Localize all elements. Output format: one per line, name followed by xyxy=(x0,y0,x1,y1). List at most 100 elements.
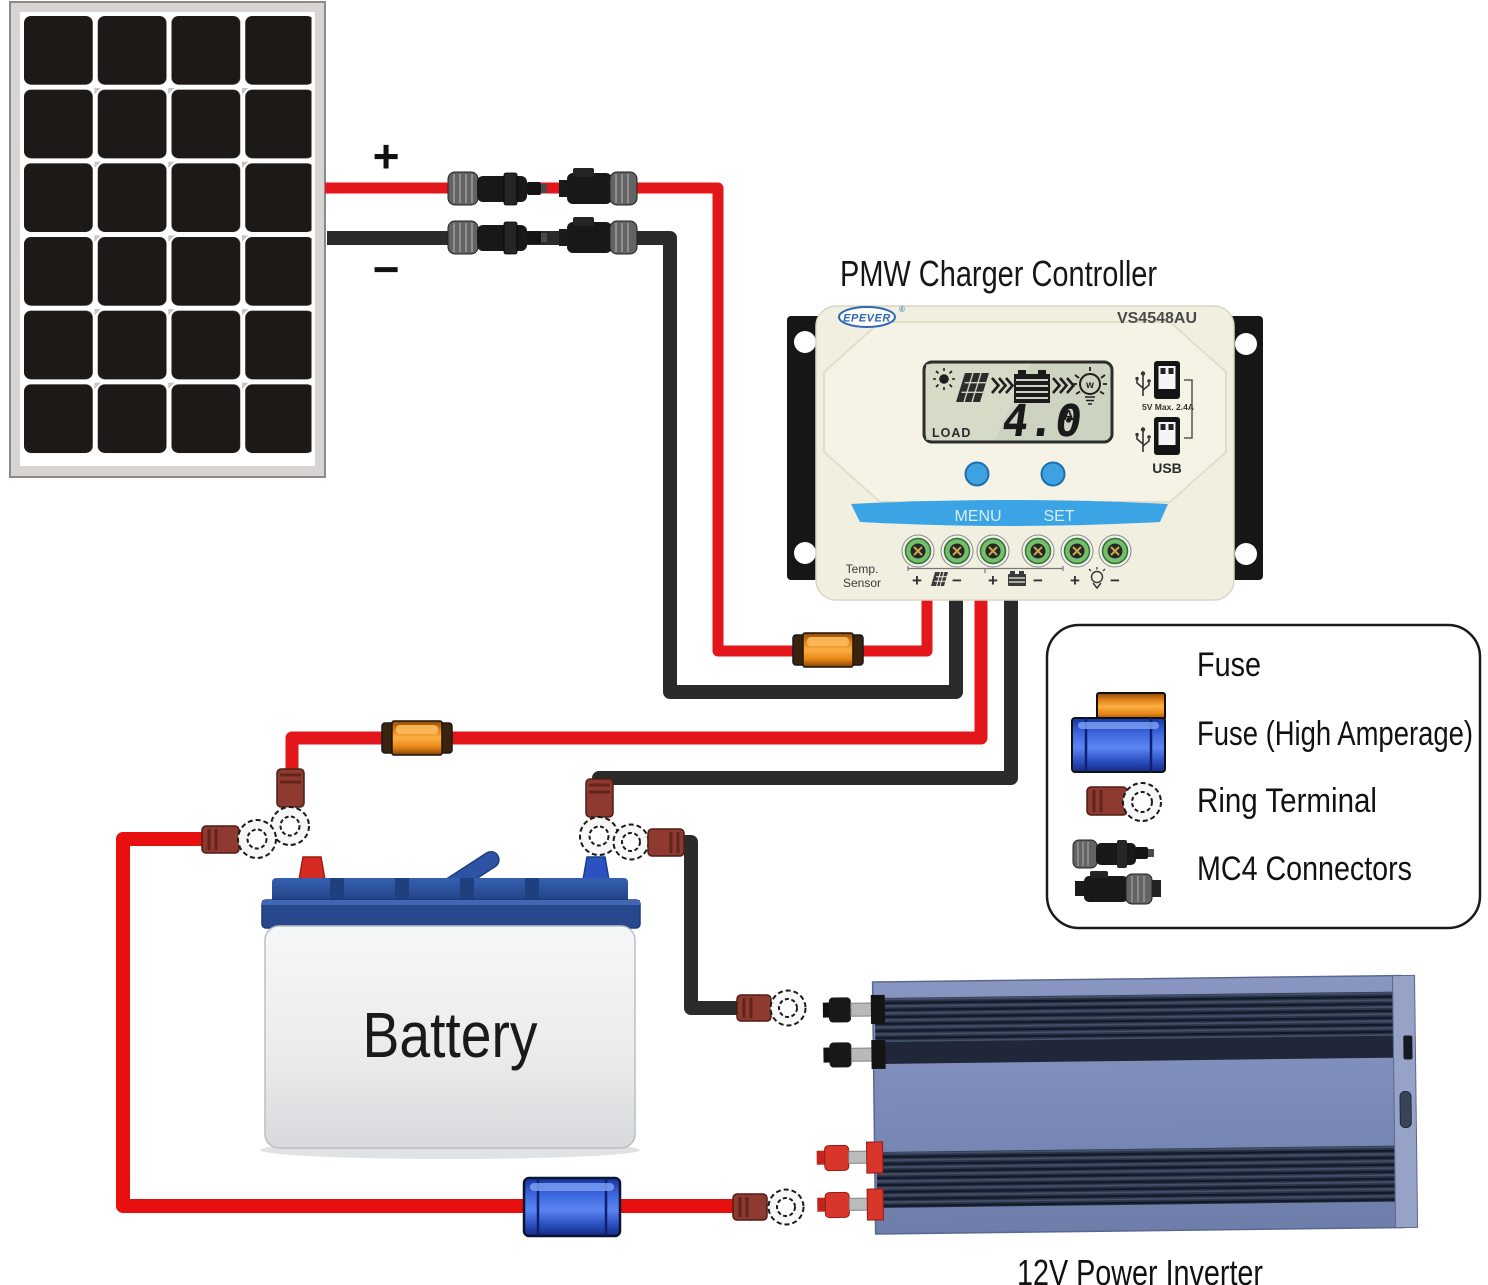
terminal-screw[interactable] xyxy=(1060,534,1094,568)
wire-battery-inverter-negative xyxy=(678,835,744,1015)
mc4-female-collar xyxy=(503,172,518,206)
usb-rating: 5V Max. 2.4A xyxy=(1142,402,1194,412)
mc4-cap-ridges xyxy=(615,174,629,203)
mc4-male-cap xyxy=(609,220,638,255)
terminal-block xyxy=(901,534,1132,568)
fuse-panel-wire xyxy=(792,632,864,668)
usb-symbol-icon xyxy=(1135,427,1151,452)
legend: Fuse Fuse (High Amperage) Ring Terminal … xyxy=(1045,623,1482,930)
inverter-switch xyxy=(1403,1035,1413,1060)
mc4-female-pin xyxy=(527,182,541,195)
wire-panel-negative xyxy=(327,231,963,699)
brand-logo: EPEVER ® xyxy=(838,305,905,328)
temp-sensor-label-2: Sensor xyxy=(843,576,881,590)
mc4-male-pin xyxy=(559,180,569,197)
sign-batt-plus: + xyxy=(988,571,998,590)
svg-text:w: w xyxy=(1085,380,1094,391)
mc4-cap-ridges xyxy=(453,174,473,203)
lcd-amp-unit: A xyxy=(1063,407,1074,424)
usb-label: USB xyxy=(1152,460,1182,476)
ring-terminal-battneg-controller xyxy=(579,778,619,856)
menu-button[interactable] xyxy=(964,461,990,487)
controller-mount-hole xyxy=(1235,543,1257,565)
inverter-positive-terminal-1 xyxy=(816,1141,884,1174)
brand-reg-mark: ® xyxy=(899,305,905,314)
sign-load-plus: − xyxy=(1033,571,1043,590)
mc4-male-notch xyxy=(573,217,594,226)
battery-label: Battery xyxy=(363,999,538,1071)
mc4-male-pin xyxy=(559,229,569,246)
ring-terminal-battpos-inverter xyxy=(201,819,277,859)
mc4-female-pin xyxy=(527,231,541,244)
ring-terminal-battneg-inverter xyxy=(612,823,685,861)
mc4-pair-negative xyxy=(447,217,638,255)
fuse-high-amperage xyxy=(522,1176,622,1238)
fuse-battery-wire xyxy=(381,720,453,756)
mc4-female-collar xyxy=(503,221,518,255)
legend-label-ring: Ring Terminal xyxy=(1197,782,1377,820)
temp-sensor-label-1: Temp. xyxy=(846,562,879,576)
inverter-negative-terminal-1 xyxy=(822,994,886,1025)
legend-label-fuse: Fuse xyxy=(1197,646,1261,684)
terminal-screw[interactable] xyxy=(901,534,935,568)
mc4-pair-positive xyxy=(447,168,638,206)
mc4-female-body xyxy=(477,176,527,202)
pv-symbol-icon xyxy=(931,571,948,587)
mc4-male-cap xyxy=(609,171,638,206)
set-button[interactable] xyxy=(1040,461,1066,487)
legend-ring-terminal-icon xyxy=(1086,782,1162,822)
solar-panel xyxy=(9,1,326,478)
charge-controller: EPEVER ® VS4548AU w xyxy=(787,305,1263,601)
terminal-screw[interactable] xyxy=(1021,534,1055,568)
mc4-cap-ridges xyxy=(615,223,629,252)
controller-title: PMW Charger Controller xyxy=(840,253,1157,294)
controller-mount-hole xyxy=(794,331,816,353)
terminal-screw[interactable] xyxy=(940,534,974,568)
legend-fuse-high-amp-icon xyxy=(1071,692,1166,773)
menu-label: MENU xyxy=(954,508,1001,525)
controller-mount-hole xyxy=(1235,333,1257,355)
sign-load2-plus: + xyxy=(1070,571,1080,590)
terminal-screw[interactable] xyxy=(1098,534,1132,568)
set-label: SET xyxy=(1043,508,1074,525)
mc4-male-body xyxy=(567,173,612,204)
battery-positive-post xyxy=(298,856,326,881)
chevrons-icon xyxy=(991,377,1015,394)
battery: Battery xyxy=(260,850,641,1159)
controller-model: VS4548AU xyxy=(1117,310,1197,327)
mc4-female-cap xyxy=(447,171,479,206)
battery-case xyxy=(264,925,636,1149)
battery-top-highlight xyxy=(262,900,640,905)
lcd-load-label: LOAD xyxy=(932,426,971,440)
lcd-display: w 4.0 A LOAD xyxy=(922,360,1114,447)
panel-negative-label: − xyxy=(373,243,400,295)
sign-load-minus: − xyxy=(1110,571,1120,590)
solar-panel-icon xyxy=(956,372,989,403)
sign-pv-plus: + xyxy=(912,571,922,590)
wire-battery-inverter-positive xyxy=(116,832,736,1213)
terminal-screw[interactable] xyxy=(976,534,1010,568)
usb-ports: 5V Max. 2.4A USB xyxy=(1135,361,1194,476)
controller-mount-hole xyxy=(794,542,816,564)
battery-icon xyxy=(1014,370,1050,403)
ring-terminal-battpos-controller xyxy=(270,768,310,846)
battery-negative-post xyxy=(582,856,610,881)
battery-symbol-icon xyxy=(1008,571,1026,586)
mc4-female-cap xyxy=(447,220,479,255)
lcd-amps-value: 4.0 xyxy=(999,396,1086,447)
mc4-male-notch xyxy=(573,168,594,177)
inverter-fins-top xyxy=(874,991,1400,1042)
usb-symbol-icon xyxy=(1135,371,1151,396)
inverter-socket xyxy=(1399,1091,1412,1129)
terminal-group-line xyxy=(907,566,1064,573)
inverter-label: 12V Power Inverter xyxy=(1017,1252,1263,1285)
sign-pv-minus: − xyxy=(952,571,962,590)
inverter-negative-terminal-2 xyxy=(823,1039,886,1070)
ring-terminal-inverter-negative xyxy=(736,989,807,1027)
wire-controller-battery-positive xyxy=(285,596,988,784)
power-inverter xyxy=(816,974,1419,1235)
legend-label-fuse-high: Fuse (High Amperage) xyxy=(1197,715,1473,753)
solar-panel-cell-joints xyxy=(57,51,278,421)
